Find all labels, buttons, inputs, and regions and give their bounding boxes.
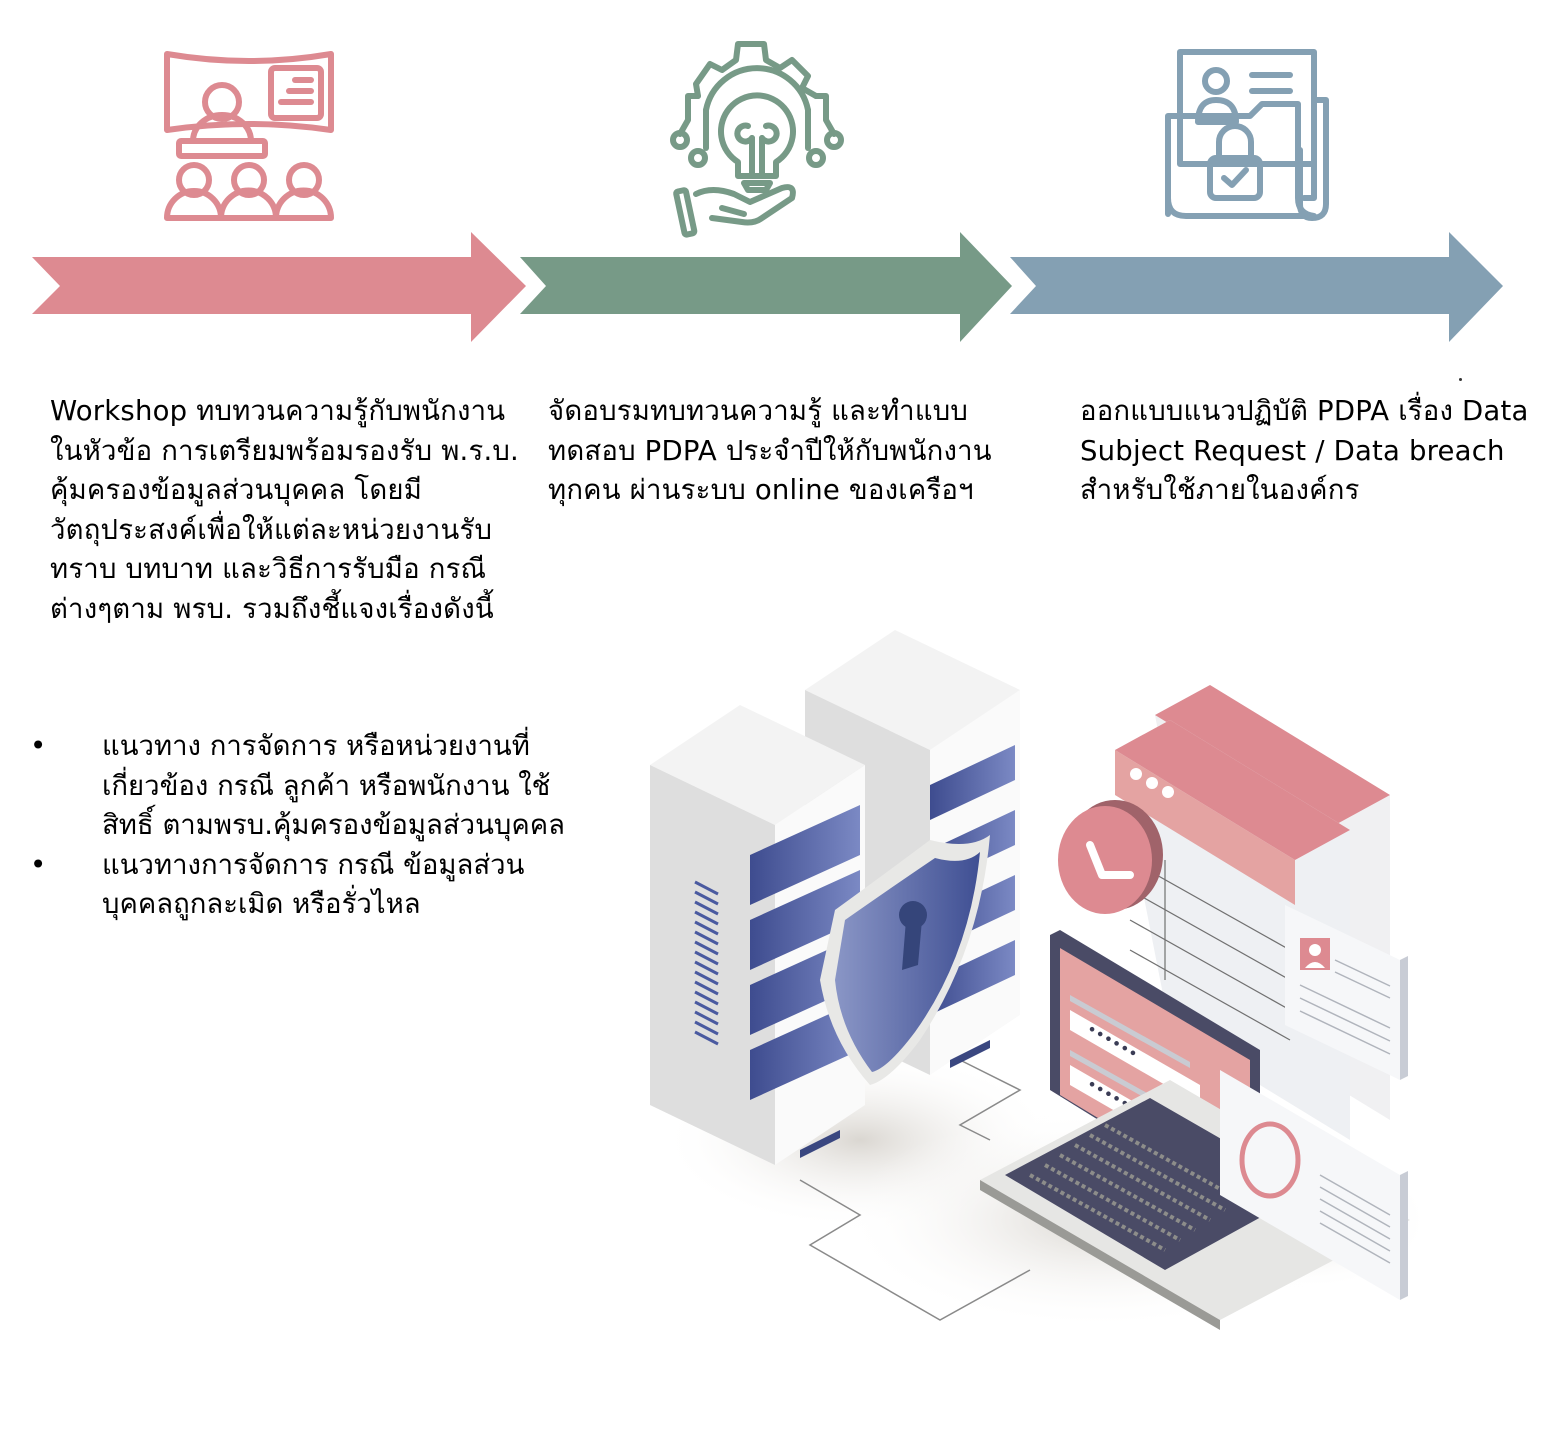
bullet-marker: • <box>30 730 47 762</box>
bullet-marker: • <box>30 848 47 881</box>
presentation-workshop-icon <box>163 48 335 222</box>
timeline-arrow-step-3 <box>1010 232 1503 342</box>
laptop: •••••• •••••• <box>980 930 1410 1330</box>
network-cable <box>958 1059 1022 1141</box>
timeline-arrow-step-2 <box>520 232 1012 342</box>
bullet-item: • แนวทางการจัดการ กรณี ข้อมูลส่วนบุคคลถู… <box>30 846 590 925</box>
step-1-description: Workshop ทบทวนความรู้กับพนักงาน ในหัวข้อ… <box>50 395 519 625</box>
check-badge-icon <box>1058 800 1163 914</box>
timeline-arrows <box>0 226 1542 350</box>
timeline-arrow-step-1 <box>32 232 526 342</box>
data-security-illustration: •••••• •••••• <box>630 620 1430 1340</box>
step-3-description: ออกแบบแนวปฏิบัติ PDPA เรื่อง Data Subjec… <box>1080 395 1529 506</box>
network-cable <box>799 1179 1031 1321</box>
secure-folder-document-icon <box>1165 48 1332 221</box>
stray-dot <box>1459 378 1462 381</box>
bullet-list: • แนวทาง การจัดการ หรือหน่วยงานที่เกี่ยว… <box>30 727 590 925</box>
shield-lock-icon <box>820 835 990 1085</box>
bullet-item: • แนวทาง การจัดการ หรือหน่วยงานที่เกี่ยว… <box>30 727 590 846</box>
profile-document-card <box>1285 905 1408 1080</box>
status-document-card <box>1220 1070 1408 1300</box>
lightbulb-gear-hand-icon <box>670 38 844 238</box>
bullet-text: แนวทาง การจัดการ หรือหน่วยงานที่เกี่ยวข้… <box>102 730 566 841</box>
step-2-description: จัดอบรมทบทวนความรู้ และทำแบบทดสอบ PDPA ป… <box>548 395 992 506</box>
bullet-text: แนวทางการจัดการ กรณี ข้อมูลส่วนบุคคลถูกล… <box>102 848 525 921</box>
